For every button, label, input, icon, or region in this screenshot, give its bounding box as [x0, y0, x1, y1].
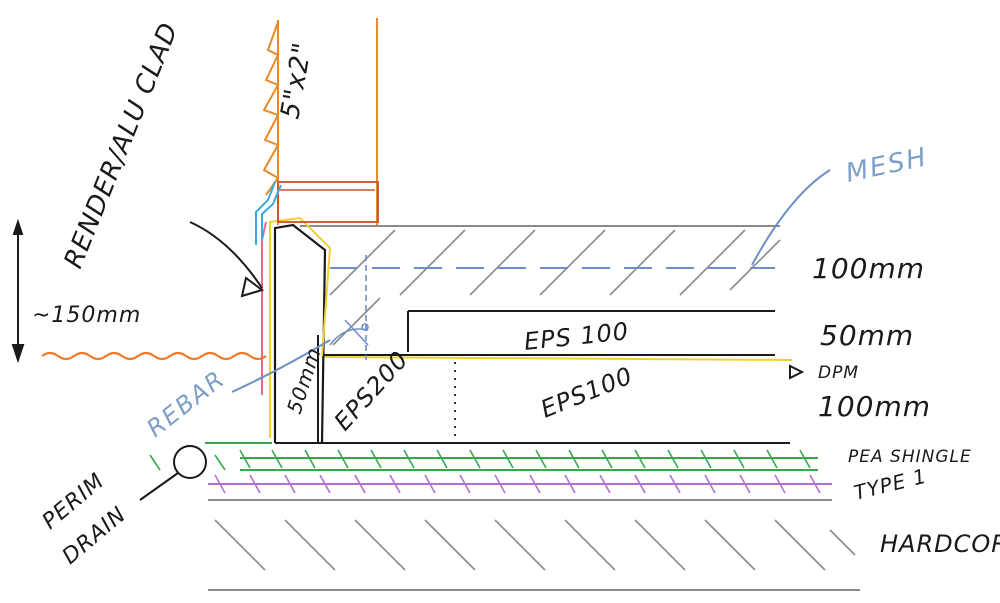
label-type1: TYPE 1 [851, 464, 929, 505]
wall-frame [255, 18, 379, 245]
hardcore-layer [208, 499, 860, 591]
label-mesh: MESH [843, 142, 930, 189]
render-clad-arrowhead [240, 276, 265, 298]
render-clad-leader [189, 221, 263, 289]
flashing [255, 181, 276, 245]
concrete-slab [300, 225, 781, 346]
slab-hatch [329, 229, 781, 346]
pea-shingle-layer [149, 442, 818, 471]
ground-level-line [41, 351, 267, 361]
dimension-150-arrow [11, 218, 25, 364]
membrane-line [261, 221, 267, 395]
label-timber-size: 5"x2" [275, 40, 318, 121]
perimeter-drain [139, 445, 207, 501]
label-eps200: EPS200 [329, 345, 415, 436]
label-rebar: REBAR [141, 364, 230, 442]
rebar-marks [329, 255, 369, 360]
type1-layer [208, 474, 832, 494]
sole-plate [277, 181, 379, 223]
label-edge-50mm: 50mm [282, 344, 326, 416]
label-eps100-upper: EPS 100 [523, 317, 631, 356]
label-dpm: DPM [818, 363, 859, 383]
hardcore-hatch [214, 519, 856, 571]
dpm-wrap [269, 216, 332, 438]
label-slab-100mm: 100mm [812, 252, 925, 285]
drain-pipe-icon [173, 445, 207, 479]
label-render-alu-clad: RENDER/ALU CLAD [59, 18, 185, 272]
dpm-arrow [789, 364, 805, 380]
label-hardcore: HARDCORE [880, 530, 1000, 558]
label-150mm: ~150mm [32, 303, 141, 328]
dpm-line [321, 356, 793, 361]
label-ins-50mm: 50mm [820, 319, 914, 352]
label-eps100-lower: EPS100 [537, 361, 637, 423]
rebar-leader [231, 339, 331, 393]
label-pea-shingle: PEA SHINGLE [848, 447, 972, 467]
label-ins-100mm: 100mm [818, 390, 931, 423]
mesh-leader [751, 169, 831, 266]
cladding-profile [262, 21, 280, 196]
insulation-layers [275, 310, 793, 444]
